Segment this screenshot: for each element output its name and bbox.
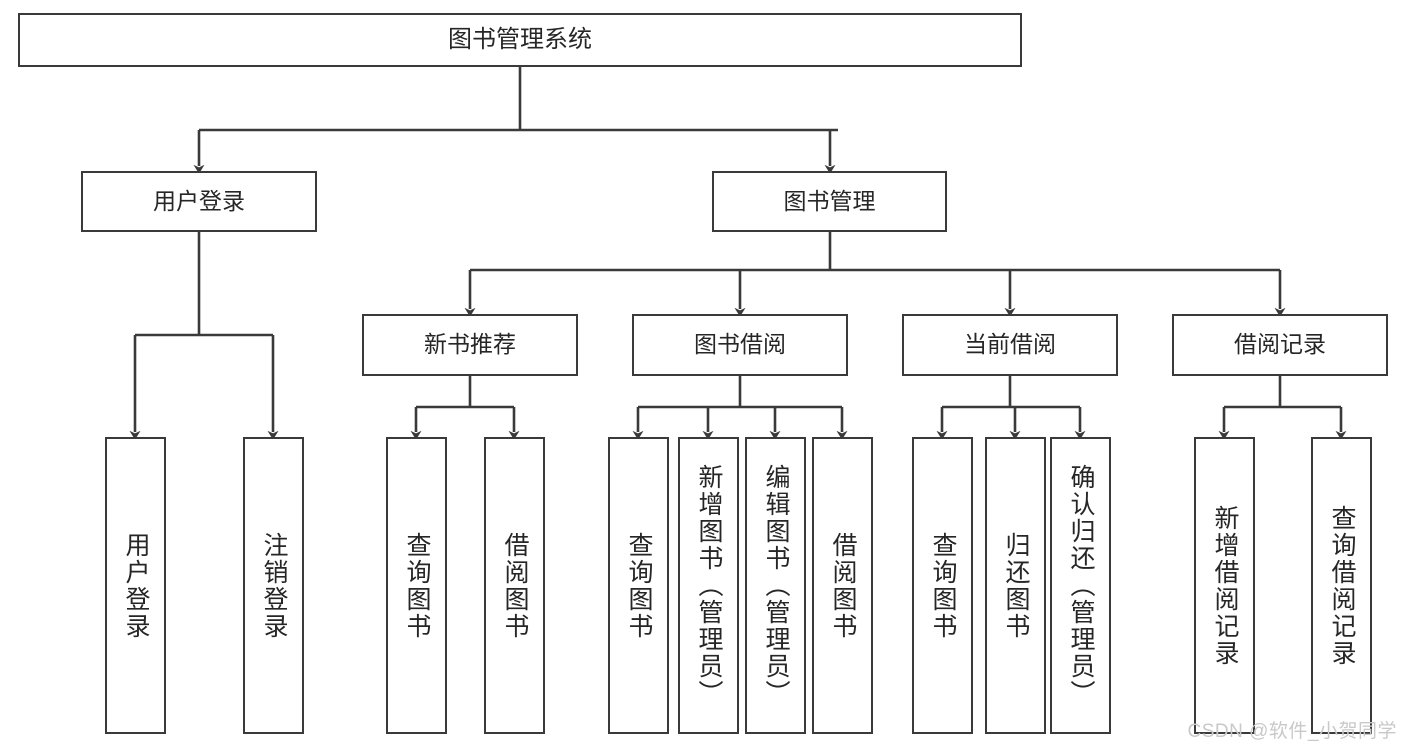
leaf-query-borrow-record-label: 查询借阅记录 (1328, 504, 1356, 667)
leaf-confirm-return-admin[interactable]: 确认归还（管理员） (1050, 437, 1111, 734)
node-user-login[interactable]: 用户登录 (81, 171, 317, 232)
leaf-query-book-borrow-label: 查询图书 (625, 531, 653, 640)
node-book-borrow-label: 图书借阅 (694, 331, 786, 358)
leaf-add-book-admin-label: 新增图书（管理员） (695, 464, 723, 707)
leaf-edit-book-admin[interactable]: 编辑图书（管理员） (745, 437, 806, 734)
leaf-add-borrow-record-label: 新增借阅记录 (1211, 504, 1239, 667)
leaf-borrow-book[interactable]: 借阅图书 (812, 437, 873, 734)
leaf-query-book-newbook-label: 查询图书 (403, 531, 431, 640)
node-new-book-recommend-label: 新书推荐 (424, 331, 516, 358)
node-new-book-recommend[interactable]: 新书推荐 (362, 314, 578, 376)
node-book-management-label: 图书管理 (783, 187, 876, 214)
node-borrow-record[interactable]: 借阅记录 (1172, 314, 1388, 376)
leaf-confirm-return-admin-label: 确认归还（管理员） (1067, 464, 1095, 707)
leaf-query-book-current[interactable]: 查询图书 (912, 437, 973, 734)
node-current-borrow[interactable]: 当前借阅 (902, 314, 1118, 376)
node-book-management[interactable]: 图书管理 (712, 171, 947, 232)
leaf-logout[interactable]: 注销登录 (243, 437, 304, 734)
node-user-login-label: 用户登录 (153, 187, 245, 214)
node-book-borrow[interactable]: 图书借阅 (632, 314, 848, 376)
leaf-user-login[interactable]: 用户登录 (105, 437, 166, 734)
leaf-add-book-admin[interactable]: 新增图书（管理员） (678, 437, 739, 734)
leaf-user-login-label: 用户登录 (122, 531, 150, 640)
leaf-logout-label: 注销登录 (260, 531, 288, 640)
leaf-query-borrow-record[interactable]: 查询借阅记录 (1311, 437, 1372, 734)
leaf-query-book-current-label: 查询图书 (929, 531, 957, 640)
leaf-borrow-book-label: 借阅图书 (829, 531, 857, 640)
node-root[interactable]: 图书管理系统 (18, 13, 1022, 67)
leaf-return-book-label: 归还图书 (1002, 531, 1030, 640)
leaf-query-book-newbook[interactable]: 查询图书 (386, 437, 447, 734)
leaf-borrow-book-newbook[interactable]: 借阅图书 (484, 437, 545, 734)
node-root-label: 图书管理系统 (448, 25, 592, 53)
leaf-add-borrow-record[interactable]: 新增借阅记录 (1194, 437, 1255, 734)
leaf-query-book-borrow[interactable]: 查询图书 (608, 437, 669, 734)
csdn-watermark: CSDN @软件_小贺同学 (1187, 721, 1397, 742)
leaf-return-book[interactable]: 归还图书 (985, 437, 1046, 734)
node-current-borrow-label: 当前借阅 (964, 331, 1056, 358)
node-borrow-record-label: 借阅记录 (1234, 331, 1326, 358)
leaf-borrow-book-newbook-label: 借阅图书 (501, 531, 529, 640)
leaf-edit-book-admin-label: 编辑图书（管理员） (762, 464, 790, 707)
